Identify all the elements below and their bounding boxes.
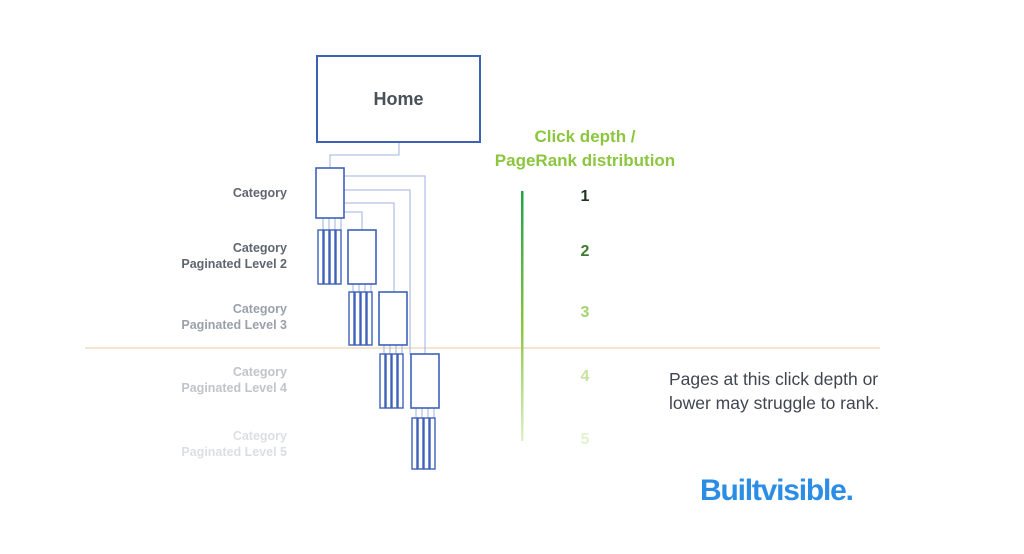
level-label-3: Category Paginated Level 3 (181, 301, 287, 333)
category-box-level-3 (378, 291, 408, 346)
level-label-5-line1: Category (232, 429, 287, 443)
click-depth-gradient-bar (521, 191, 524, 441)
home-label: Home (373, 88, 424, 109)
depth-number-5: 5 (580, 431, 590, 448)
level-label-3-line1: Category (232, 302, 287, 316)
level-label-1: Category (233, 185, 287, 201)
level-label-5: Category Paginated Level 5 (181, 428, 287, 460)
ranking-warning-note: Pages at this click depth or lower may s… (669, 369, 880, 413)
level-label-4: Category Paginated Level 4 (181, 364, 287, 396)
depth-number-2: 2 (580, 243, 590, 260)
paginated-pages-level-5 (411, 417, 436, 470)
depth-number-1: 1 (580, 188, 590, 205)
category-box-level-1 (315, 167, 345, 219)
level-label-3-line2: Paginated Level 3 (181, 318, 287, 332)
level-label-4-line2: Paginated Level 4 (181, 381, 287, 395)
connector-lines (322, 143, 435, 418)
level-label-4-line1: Category (232, 365, 287, 379)
paginated-pages-level-4 (379, 353, 404, 409)
builtvisible-logo: Builtvisible. (700, 474, 854, 507)
level-label-2-line1: Category (232, 241, 287, 255)
depth-number-4: 4 (580, 368, 590, 385)
level-label-2-line2: Paginated Level 2 (181, 257, 287, 271)
level-label-5-line2: Paginated Level 5 (181, 445, 287, 459)
home-page-box: Home (316, 55, 481, 143)
paginated-pages-level-2 (317, 229, 342, 285)
click-depth-title-line2: PageRank distribution (494, 151, 676, 170)
category-box-level-2 (347, 229, 377, 285)
level-label-2: Category Paginated Level 2 (181, 240, 287, 272)
level-label-1-line1: Category (232, 186, 287, 200)
click-depth-title: Click depth / PageRank distribution (468, 125, 702, 173)
category-box-level-4 (410, 353, 440, 409)
depth-number-3: 3 (580, 304, 590, 321)
click-depth-title-line1: Click depth / (534, 127, 636, 146)
paginated-pages-level-3 (348, 291, 373, 346)
